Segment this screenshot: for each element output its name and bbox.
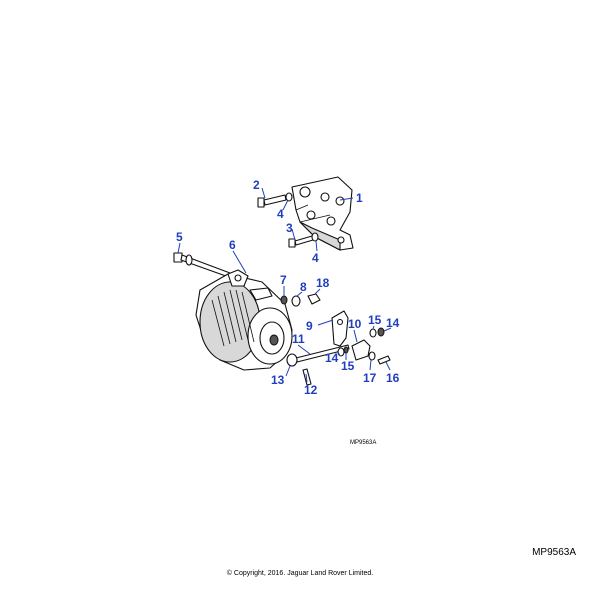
- copyright-notice: © Copyright, 2016. Jaguar Land Rover Lim…: [226, 570, 374, 577]
- washer-4-upper: [285, 192, 293, 202]
- callout-2: 2: [253, 178, 260, 192]
- callout-12: 12: [304, 383, 318, 397]
- callout-8: 8: [300, 280, 307, 294]
- callout-4-lower: 4: [312, 251, 319, 265]
- adjuster-block-10: [351, 339, 371, 361]
- spacer-8: [291, 295, 301, 307]
- bolt-12: [302, 368, 312, 386]
- bolt-16: [377, 355, 391, 365]
- callout-6: 6: [229, 238, 236, 252]
- leader-lines: [177, 187, 392, 383]
- washer-17: [368, 351, 376, 361]
- washer-15-left: [343, 346, 349, 354]
- bolt-3: [288, 235, 314, 248]
- callout-15-right: 15: [368, 313, 382, 327]
- callout-15-left: 15: [341, 359, 355, 373]
- callout-4-upper: 4: [277, 207, 284, 221]
- callout-10: 10: [348, 317, 362, 331]
- callout-13: 13: [271, 373, 285, 387]
- callout-16: 16: [386, 371, 400, 385]
- callout-5: 5: [176, 230, 183, 244]
- callout-9: 9: [306, 319, 313, 333]
- mounting-bracket: [291, 176, 354, 251]
- callout-3: 3: [286, 221, 293, 235]
- nut-14-right: [377, 327, 385, 337]
- callout-11: 11: [292, 332, 305, 346]
- callout-1: 1: [356, 191, 363, 205]
- callout-14-left: 14: [325, 351, 339, 365]
- callout-18: 18: [316, 276, 330, 290]
- washer-6: [185, 254, 193, 266]
- washer-4-lower: [311, 232, 319, 242]
- nut-7: [280, 295, 288, 305]
- callout-17: 17: [363, 371, 377, 385]
- alternator: [195, 269, 293, 371]
- callout-7: 7: [280, 273, 287, 287]
- callout-14-right: 14: [386, 316, 400, 330]
- callouts: 1 2 3 4 4 5 6 7 8 9 10 11 12 13 14 14 15…: [176, 178, 400, 397]
- diagram-reference-large: MP9563A: [532, 547, 576, 558]
- adjusting-bracket-9: [331, 310, 349, 347]
- washer-15-right: [369, 328, 377, 338]
- diagram-reference-small: MP9563A: [350, 440, 377, 446]
- bolt-2: [257, 194, 287, 208]
- bush-18: [307, 293, 321, 305]
